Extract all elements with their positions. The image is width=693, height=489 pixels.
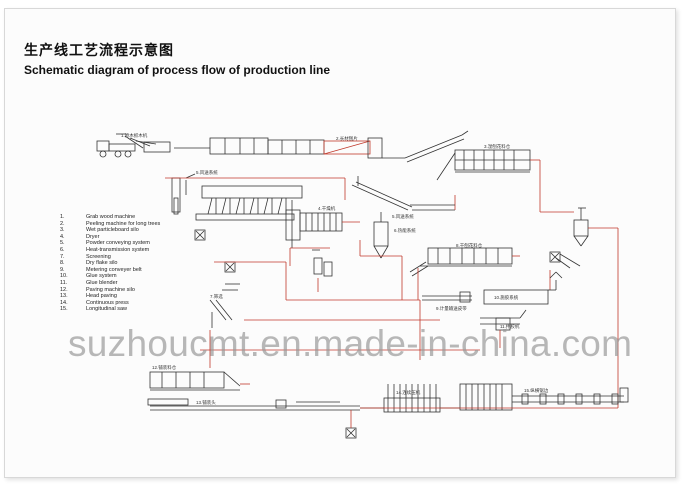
legend-text: Paving machine silo <box>86 286 135 293</box>
station-3-label: 3.湿刨花料仓 <box>484 143 511 150</box>
station-1-label: 1.原木抓木机 <box>121 132 148 139</box>
legend-text: Glue blender <box>86 279 118 286</box>
station-dryer: 4.干燥机 <box>285 200 360 248</box>
station-6-label: 6.热能系统 <box>394 227 416 234</box>
station-screening: 7.筛选 <box>209 261 286 328</box>
center-cyclone <box>289 247 333 292</box>
flow-return-lines <box>200 319 480 368</box>
legend-item: 11. Glue blender <box>60 280 160 287</box>
station-wet-particle-silo: 3.湿刨花料仓 <box>436 143 541 185</box>
station-peeling-machine: 2.长材刨片 <box>174 135 405 159</box>
station-2-label: 2.长材刨片 <box>336 135 358 142</box>
legend-item: 8. Dry flake silo <box>60 260 160 267</box>
station-8-label: 8.干刨花料仓 <box>456 242 483 249</box>
station-11-label: 11.拌胶机 <box>500 323 520 330</box>
station-grab-wood-machine: 1.原木抓木机 <box>96 132 171 158</box>
legend-text: Peeling machine for long trees <box>86 220 161 227</box>
legend-number: 11. <box>60 279 68 286</box>
station-9-label: 9.计量输送皮带 <box>436 305 467 312</box>
legend-text: Powder conveying system <box>86 240 150 247</box>
legend-number: 2. <box>60 220 65 227</box>
diagram-title-chinese: 生产线工艺流程示意图 <box>24 43 174 59</box>
legend-text: Heat-transmission system <box>86 246 150 253</box>
station-longitudinal-saw: 15.纵横锯边 <box>360 383 629 411</box>
legend-text: Screening <box>86 253 111 260</box>
legend-text: Longitudinal saw <box>86 306 127 313</box>
legend-item: 7. Screening <box>60 254 160 261</box>
station-12-label: 12.铺装料仓 <box>152 364 177 371</box>
process-legend: 1. Grab wood machine 2. Peeling machine for… <box>60 214 160 313</box>
legend-number: 10. <box>60 273 68 280</box>
legend-number: 5. <box>60 240 65 247</box>
station-glue-system: 10.施胶系统 <box>483 271 563 305</box>
station-5b-label: 5.风送系统 <box>392 213 414 220</box>
station-15-label: 15.纵横锯边 <box>524 387 549 394</box>
legend-number: 12. <box>60 286 68 293</box>
legend-item: 15. Longitudinal saw <box>60 306 160 313</box>
station-powder-conveying-upper: 5.风送系统 <box>165 169 346 215</box>
legend-item: 13. Head paving <box>60 293 160 300</box>
legend-number: 13. <box>60 293 68 300</box>
legend-text: Dry flake silo <box>86 260 118 267</box>
legend-item: 3. Wet particleboard silo <box>60 227 160 234</box>
station-14-label: 14.连续压机 <box>396 389 421 396</box>
legend-item: 6. Heat-transmission system <box>60 247 160 254</box>
legend-number: 3. <box>60 227 65 234</box>
station-heat-transmission: 5.风送系统 6.热能系统 <box>359 212 416 259</box>
legend-item: 2. Peeling machine for long trees <box>60 221 160 228</box>
station-5-label: 5.风送系统 <box>196 169 218 176</box>
legend-item: 12. Paving machine silo <box>60 287 160 294</box>
legend-item: 10. Glue system <box>60 273 160 280</box>
station-10-label: 10.施胶系统 <box>494 294 519 301</box>
legend-item: 5. Powder conveying system <box>60 240 160 247</box>
legend-item: 9. Metering conveyer belt <box>60 267 160 274</box>
diagram-title-english: Schematic diagram of process flow of pro… <box>24 63 331 77</box>
watermark: suzhoucmt.en.made-in-china.com <box>68 323 633 364</box>
station-head-paving: 13.铺装头 <box>147 398 360 439</box>
legend-text: Dryer <box>86 233 100 240</box>
legend-text: Wet particleboard silo <box>86 227 139 234</box>
legend-number: 8. <box>60 260 65 267</box>
station-dry-flake-silo: 8.干刨花料仓 <box>409 242 520 277</box>
legend-item: 4. Dryer <box>60 234 160 241</box>
legend-text: Grab wood machine <box>86 214 136 220</box>
legend-number: 7. <box>60 253 65 260</box>
legend-item: 1. Grab wood machine <box>60 214 160 221</box>
legend-number: 15. <box>60 306 68 313</box>
legend-number: 6. <box>60 246 65 253</box>
station-dryer-drums <box>194 185 303 241</box>
legend-text: Continuous press <box>86 299 129 306</box>
station-4-label: 4.干燥机 <box>318 205 336 212</box>
legend-item: 14. Continuous press <box>60 300 160 307</box>
flow-lines-middle <box>285 256 421 360</box>
incline-conveyor-upper <box>404 130 469 163</box>
legend-number: 4. <box>60 233 65 240</box>
legend-number: 9. <box>60 266 65 273</box>
legend-text: Glue system <box>86 273 117 280</box>
station-glue-hopper <box>539 185 619 408</box>
station-13-label: 13.铺装头 <box>196 399 216 406</box>
station-metering-belt: 9.计量输送皮带 <box>422 291 472 312</box>
legend-number: 14. <box>60 299 68 306</box>
legend-text: Metering conveyer belt <box>86 266 142 273</box>
legend-number: 1. <box>60 214 65 220</box>
incline-conveyor-middle <box>351 176 456 211</box>
station-7-label: 7.筛选 <box>210 293 223 300</box>
station-glue-blender: 11.拌胶机 <box>480 309 527 348</box>
legend-text: Head paving <box>86 293 117 300</box>
station-paving-silo: 12.铺装料仓 <box>149 364 250 391</box>
